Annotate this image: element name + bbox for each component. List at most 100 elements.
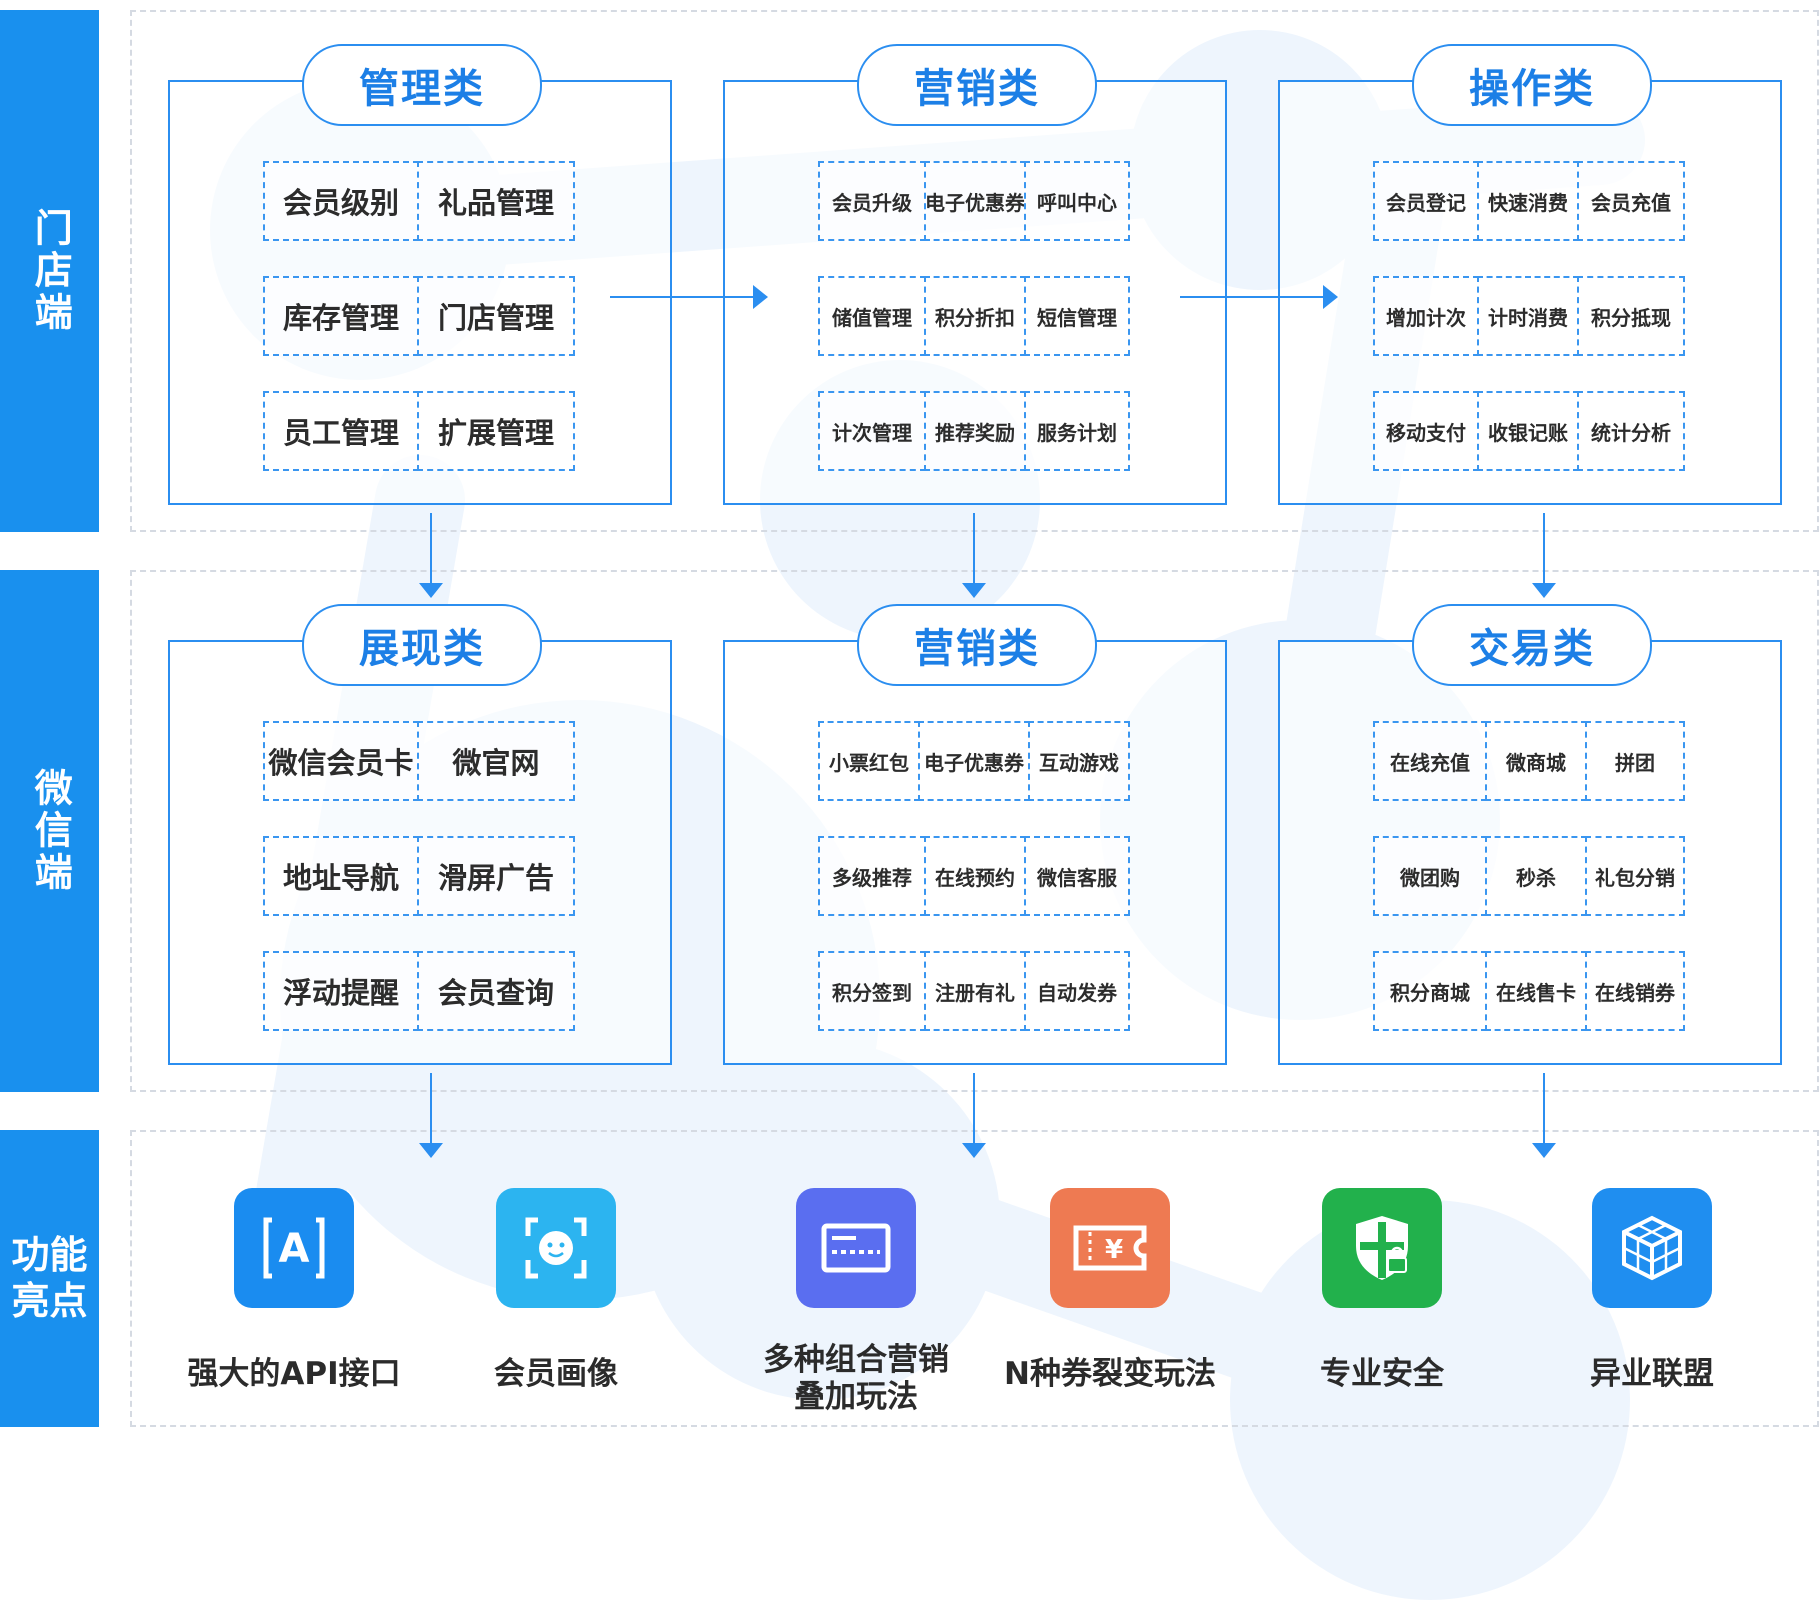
feature-label: 专业安全 (1320, 1356, 1444, 1392)
grid-row: 地址导航 滑屏广告 (263, 836, 575, 916)
grid-row: 积分商城 在线售卡 在线销券 (1373, 951, 1685, 1031)
svg-text:A: A (279, 1226, 310, 1272)
feature-cell: 积分签到 (818, 951, 926, 1031)
feature-cell: 推荐奖励 (924, 391, 1026, 471)
sidebar-store: 门店端 (0, 10, 99, 532)
feature-label: 多种组合营销 叠加玩法 (763, 1342, 949, 1416)
store-title-management: 管理类 (302, 44, 542, 126)
grid-row: 微信会员卡 微官网 (263, 721, 575, 801)
feature-cell: 统计分析 (1577, 391, 1685, 471)
grid-row: 会员升级 电子优惠券 呼叫中心 (818, 161, 1130, 241)
feature-cell: 在线充值 (1373, 721, 1487, 801)
feature-cell: 会员升级 (818, 161, 926, 241)
cube-icon (1592, 1188, 1712, 1308)
feature-coupon: ¥ N种券裂变玩法 (990, 1188, 1230, 1393)
grid-row: 会员登记 快速消费 会员充值 (1373, 161, 1685, 241)
feature-label: 异业联盟 (1590, 1356, 1714, 1392)
svg-text:¥: ¥ (1105, 1235, 1123, 1265)
feature-label: N种券裂变玩法 (1004, 1356, 1216, 1392)
feature-cell: 呼叫中心 (1024, 161, 1130, 241)
wechat-title-trade: 交易类 (1412, 604, 1652, 686)
wechat-display-grid: 微信会员卡 微官网 地址导航 滑屏广告 浮动提醒 会员查询 (263, 721, 575, 1031)
feature-cell: 扩展管理 (417, 391, 575, 471)
feature-cell: 增加计次 (1373, 276, 1479, 356)
feature-cell: 会员查询 (417, 951, 575, 1031)
feature-cell: 在线售卡 (1485, 951, 1587, 1031)
store-marketing-grid: 会员升级 电子优惠券 呼叫中心 储值管理 积分折扣 短信管理 计次管理 推荐奖励… (818, 161, 1130, 471)
feature-cell: 微官网 (417, 721, 575, 801)
grid-row: 积分签到 注册有礼 自动发券 (818, 951, 1130, 1031)
card-icon (796, 1188, 916, 1308)
wechat-marketing-grid: 小票红包 电子优惠券 互动游戏 多级推荐 在线预约 微信客服 积分签到 注册有礼… (818, 721, 1130, 1031)
feature-cell: 在线销券 (1585, 951, 1685, 1031)
feature-portrait: 会员画像 (436, 1188, 676, 1393)
grid-row: 会员级别 礼品管理 (263, 161, 575, 241)
grid-row: 增加计次 计时消费 积分抵现 (1373, 276, 1685, 356)
feature-cell: 收银记账 (1477, 391, 1579, 471)
feature-cell: 积分抵现 (1577, 276, 1685, 356)
api-icon: A (234, 1188, 354, 1308)
store-title-marketing: 营销类 (857, 44, 1097, 126)
feature-alliance: 异业联盟 (1532, 1188, 1772, 1393)
feature-cell: 电子优惠券 (924, 161, 1026, 241)
grid-row: 浮动提醒 会员查询 (263, 951, 575, 1031)
sidebar-wechat: 微信端 (0, 570, 99, 1092)
feature-cell: 积分商城 (1373, 951, 1487, 1031)
feature-cell: 浮动提醒 (263, 951, 419, 1031)
grid-row: 员工管理 扩展管理 (263, 391, 575, 471)
feature-cell: 微团购 (1373, 836, 1487, 916)
feature-cell: 礼品管理 (417, 161, 575, 241)
feature-cell: 礼包分销 (1585, 836, 1685, 916)
feature-cell: 电子优惠券 (918, 721, 1030, 801)
face-scan-icon (496, 1188, 616, 1308)
grid-row: 库存管理 门店管理 (263, 276, 575, 356)
store-operation-grid: 会员登记 快速消费 会员充值 增加计次 计时消费 积分抵现 移动支付 收银记账 … (1373, 161, 1685, 471)
feature-cell: 微信会员卡 (263, 721, 419, 801)
feature-cell: 注册有礼 (924, 951, 1026, 1031)
grid-row: 小票红包 电子优惠券 互动游戏 (818, 721, 1130, 801)
feature-label: 强大的API接口 (187, 1356, 401, 1392)
grid-row: 微团购 秒杀 礼包分销 (1373, 836, 1685, 916)
shield-lock-icon (1322, 1188, 1442, 1308)
wechat-title-marketing: 营销类 (857, 604, 1097, 686)
feature-cell: 多级推荐 (818, 836, 926, 916)
feature-cell: 积分折扣 (924, 276, 1026, 356)
feature-cell: 拼团 (1585, 721, 1685, 801)
feature-cell: 在线预约 (924, 836, 1026, 916)
feature-cell: 微信客服 (1024, 836, 1130, 916)
feature-security: 专业安全 (1262, 1188, 1502, 1393)
grid-row: 多级推荐 在线预约 微信客服 (818, 836, 1130, 916)
feature-cell: 计时消费 (1477, 276, 1579, 356)
grid-row: 计次管理 推荐奖励 服务计划 (818, 391, 1130, 471)
coupon-icon: ¥ (1050, 1188, 1170, 1308)
feature-cell: 地址导航 (263, 836, 419, 916)
grid-row: 移动支付 收银记账 统计分析 (1373, 391, 1685, 471)
feature-cell: 库存管理 (263, 276, 419, 356)
feature-cell: 门店管理 (417, 276, 575, 356)
feature-cell: 互动游戏 (1028, 721, 1130, 801)
feature-api: A 强大的API接口 (174, 1188, 414, 1393)
feature-cell: 移动支付 (1373, 391, 1479, 471)
grid-row: 在线充值 微商城 拼团 (1373, 721, 1685, 801)
wechat-trade-grid: 在线充值 微商城 拼团 微团购 秒杀 礼包分销 积分商城 在线售卡 在线销券 (1373, 721, 1685, 1031)
feature-cell: 自动发券 (1024, 951, 1130, 1031)
store-management-grid: 会员级别 礼品管理 库存管理 门店管理 员工管理 扩展管理 (263, 161, 575, 471)
feature-cell: 会员登记 (1373, 161, 1479, 241)
feature-cell: 储值管理 (818, 276, 926, 356)
feature-cell: 小票红包 (818, 721, 920, 801)
feature-cell: 会员级别 (263, 161, 419, 241)
feature-cell: 秒杀 (1485, 836, 1587, 916)
feature-cell: 服务计划 (1024, 391, 1130, 471)
feature-cell: 短信管理 (1024, 276, 1130, 356)
feature-cell: 会员充值 (1577, 161, 1685, 241)
sidebar-features: 功能亮点 (0, 1130, 99, 1427)
feature-cell: 计次管理 (818, 391, 926, 471)
feature-cell: 滑屏广告 (417, 836, 575, 916)
feature-label: 会员画像 (494, 1356, 618, 1392)
feature-cell: 快速消费 (1477, 161, 1579, 241)
feature-cell: 员工管理 (263, 391, 419, 471)
feature-cell: 微商城 (1485, 721, 1587, 801)
grid-row: 储值管理 积分折扣 短信管理 (818, 276, 1130, 356)
feature-combo-marketing: 多种组合营销 叠加玩法 (736, 1188, 976, 1416)
